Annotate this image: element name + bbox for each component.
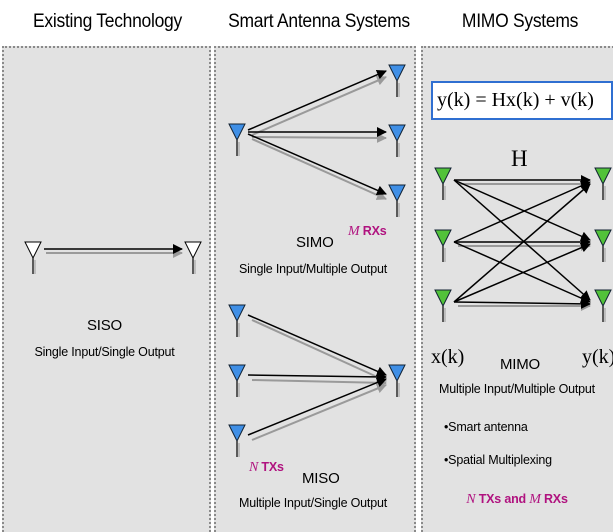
mimo-n-txs-m-rxs-label: N TXs and M RXs bbox=[421, 492, 613, 508]
tx-antenna-icon bbox=[24, 241, 42, 275]
tx-antenna-icon bbox=[434, 289, 452, 323]
header-mimo-systems: MIMO Systems bbox=[461, 11, 579, 32]
miso-n-txs-label: N TXs bbox=[249, 460, 284, 476]
tx-antenna-icon bbox=[434, 167, 452, 201]
txs-text: TXs bbox=[261, 460, 284, 474]
rxs-text: RXs bbox=[543, 492, 568, 506]
rx-antenna-icon bbox=[594, 229, 612, 263]
rx-antenna-icon bbox=[388, 124, 406, 158]
m-symbol: M bbox=[529, 492, 541, 507]
bullet-smart-antenna: •Smart antenna bbox=[444, 420, 528, 434]
simo-diagram bbox=[228, 64, 406, 218]
input-vector-label: x(k) bbox=[431, 346, 465, 368]
header-existing-technology: Existing Technology bbox=[33, 11, 182, 32]
mimo-equation: y(k) = Hx(k) + v(k) bbox=[431, 81, 613, 120]
rx-antenna-icon bbox=[388, 364, 406, 398]
simo-m-rxs-label: M RXs bbox=[348, 224, 387, 240]
tx-antenna-icon bbox=[228, 424, 246, 458]
n-symbol: N bbox=[466, 492, 476, 507]
m-symbol: M bbox=[348, 224, 360, 239]
channel-matrix-label: H bbox=[511, 146, 528, 171]
txs-and-text: TXs and bbox=[478, 492, 526, 506]
rx-antenna-icon bbox=[388, 184, 406, 218]
n-symbol: N bbox=[249, 460, 259, 475]
rxs-text: RXs bbox=[362, 224, 387, 238]
mimo-description: Multiple Input/Multiple Output bbox=[439, 382, 595, 396]
header-smart-antenna-systems: Smart Antenna Systems bbox=[228, 11, 410, 32]
siso-description: Single Input/Single Output bbox=[34, 345, 175, 359]
rx-antenna-icon bbox=[594, 289, 612, 323]
miso-label: MISO bbox=[302, 470, 340, 487]
simo-description: Single Input/Multiple Output bbox=[239, 262, 387, 276]
mimo-diagram bbox=[434, 167, 612, 323]
siso-label: SISO bbox=[86, 317, 123, 334]
rx-antenna-icon bbox=[184, 241, 202, 275]
tx-antenna-icon bbox=[228, 364, 246, 398]
bullet-spatial-multiplexing: •Spatial Multiplexing bbox=[444, 453, 552, 467]
panel-mimo bbox=[421, 46, 613, 532]
simo-label: SIMO bbox=[296, 234, 334, 251]
tx-antenna-icon bbox=[228, 304, 246, 338]
miso-diagram bbox=[228, 304, 406, 458]
rx-antenna-icon bbox=[388, 64, 406, 98]
output-vector-label: y(k) bbox=[582, 346, 613, 368]
mimo-label: MIMO bbox=[500, 356, 541, 373]
panel-existing-technology bbox=[2, 46, 211, 532]
miso-description: Multiple Input/Single Output bbox=[239, 496, 387, 510]
tx-antenna-icon bbox=[228, 123, 246, 157]
tx-antenna-icon bbox=[434, 229, 452, 263]
siso-diagram bbox=[24, 241, 202, 275]
rx-antenna-icon bbox=[594, 167, 612, 201]
